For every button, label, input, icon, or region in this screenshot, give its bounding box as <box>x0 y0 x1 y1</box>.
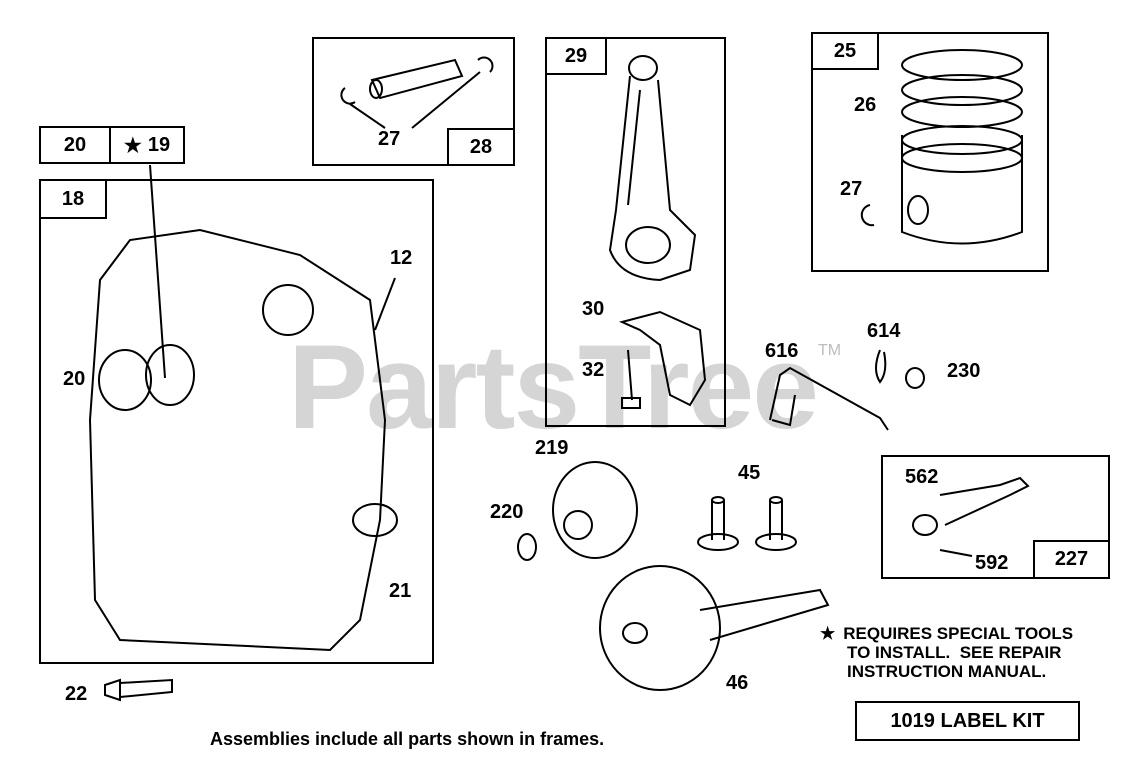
bolt-drawing <box>104 678 173 702</box>
label-45: 45 <box>738 462 761 484</box>
connecting-rod-drawing <box>608 55 697 282</box>
label-30: 30 <box>582 298 605 320</box>
tag-227: 227 <box>1033 540 1110 579</box>
label-21: 21 <box>389 580 412 602</box>
tag-25: 25 <box>811 32 879 70</box>
label-32: 32 <box>582 359 605 381</box>
special-tools-note: ★REQUIRES SPECIAL TOOLS TO INSTALL. SEE … <box>820 624 1130 681</box>
governor-link-drawing <box>769 349 925 431</box>
label-26: 26 <box>854 94 877 116</box>
frame-crankcase-cover <box>39 179 434 664</box>
trademark-mark: TM <box>818 342 842 359</box>
governor-lever-drawing <box>912 476 1030 557</box>
tappets-drawing <box>697 496 797 551</box>
label-kit-box: 1019 LABEL KIT <box>855 701 1080 741</box>
label-12: 12 <box>390 247 413 269</box>
tag-19-label: 19 <box>147 133 171 156</box>
label-616: 616 <box>765 340 799 362</box>
tag-29: 29 <box>545 37 607 75</box>
label-27-piston-clip: 27 <box>840 178 863 200</box>
frame-connecting-rod <box>545 37 726 427</box>
camshaft-drawing <box>599 565 830 691</box>
label-46: 46 <box>726 672 749 694</box>
governor-gear-drawing <box>517 461 638 561</box>
label-219: 219 <box>535 437 569 459</box>
lock-plate-drawing <box>618 310 707 409</box>
star-icon: ★ <box>820 624 836 643</box>
tag-20: 20 <box>39 126 111 164</box>
frame-piston <box>811 32 1049 272</box>
label-562: 562 <box>905 466 939 488</box>
label-220: 220 <box>490 501 524 523</box>
tag-28: 28 <box>447 128 515 166</box>
label-592: 592 <box>975 552 1009 574</box>
star-icon: ★ <box>123 134 142 157</box>
frame-piston-pin <box>312 37 515 166</box>
label-230: 230 <box>947 360 981 382</box>
frame-governor-lever <box>881 455 1110 579</box>
label-27-pin-clip: 27 <box>378 128 401 150</box>
tag-18: 18 <box>39 179 107 219</box>
piston-drawing <box>860 49 1023 245</box>
crankcase-cover-drawing <box>88 164 398 652</box>
caption: Assemblies include all parts shown in fr… <box>210 729 605 749</box>
watermark: PartsTree <box>288 320 819 454</box>
piston-pin-drawing <box>340 56 494 129</box>
special-tools-line-3: INSTRUCTION MANUAL. <box>847 662 1047 681</box>
label-20: 20 <box>63 368 86 390</box>
tag-star-19: ★ 19 <box>109 126 185 164</box>
label-614: 614 <box>867 320 901 342</box>
special-tools-line-2: TO INSTALL. SEE REPAIR <box>847 643 1062 662</box>
special-tools-line-1: ★REQUIRES SPECIAL TOOLS <box>820 624 1074 643</box>
label-22: 22 <box>65 683 88 705</box>
